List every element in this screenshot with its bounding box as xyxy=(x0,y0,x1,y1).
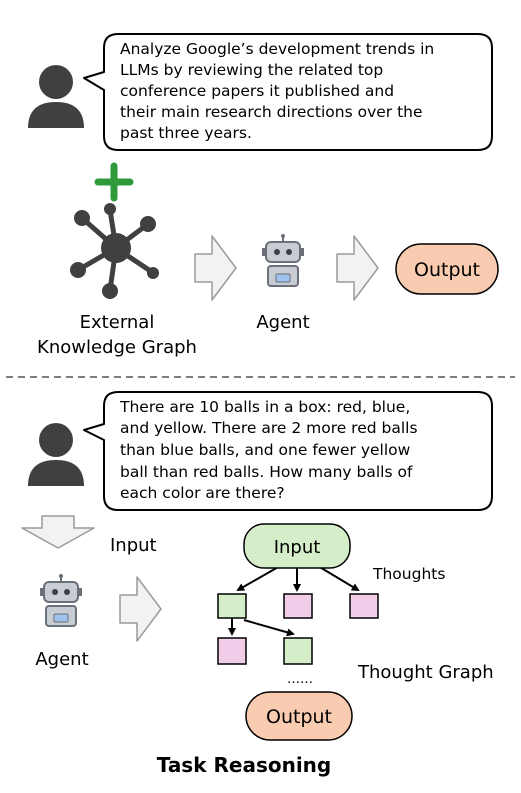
thought-graph-label: Thought Graph xyxy=(357,662,494,683)
flow-arrow-icon xyxy=(119,576,162,642)
query-line: conference papers it published and xyxy=(120,82,394,100)
output-label: Output xyxy=(414,259,480,281)
thoughts-label: Thoughts xyxy=(372,565,445,583)
thought-node xyxy=(283,637,313,665)
thought-node xyxy=(349,593,379,619)
query-line: There are 10 balls in a box: red, blue, xyxy=(119,398,410,416)
plus-icon xyxy=(94,162,134,202)
query-line: and yellow. There are 2 more red balls xyxy=(120,419,418,437)
user-icon xyxy=(28,65,84,128)
query-bubble xyxy=(83,391,493,511)
output-box xyxy=(395,243,499,295)
user-icon xyxy=(28,423,84,486)
ellipsis: …… xyxy=(287,672,313,687)
robot-icon xyxy=(40,574,82,627)
query-line: ball than red balls. How many balls of xyxy=(120,463,413,481)
output-label: Output xyxy=(266,706,332,728)
graph-input-label: Input xyxy=(274,537,321,558)
thought-node xyxy=(217,637,247,665)
query-line: Analyze Google’s development trends in xyxy=(120,40,434,58)
robot-icon xyxy=(262,234,304,287)
graph-input-node xyxy=(243,523,351,569)
query-line: than blue balls, and one fewer yellow xyxy=(120,441,411,459)
flow-arrow-icon xyxy=(194,235,237,301)
kg-label-line: Knowledge Graph xyxy=(37,337,197,358)
query-text: Analyze Google’s development trends in L… xyxy=(120,40,434,142)
agent-label: Agent xyxy=(256,312,309,333)
thought-node xyxy=(217,593,247,619)
query-line: LLMs by reviewing the related top xyxy=(120,61,383,79)
thought-node xyxy=(283,593,313,619)
kg-label-line: External xyxy=(80,312,155,333)
output-box xyxy=(245,691,353,741)
query-line: their main research directions over the xyxy=(120,103,423,121)
query-bubble xyxy=(83,33,493,151)
down-arrow-icon xyxy=(21,515,95,549)
knowledge-graph-icon xyxy=(70,203,159,299)
thought-graph-edges xyxy=(228,565,360,637)
input-arrow-label: Input xyxy=(110,535,157,556)
flow-arrow-icon xyxy=(336,235,379,301)
query-text: There are 10 balls in a box: red, blue, … xyxy=(119,398,418,502)
query-line: past three years. xyxy=(120,124,252,142)
agent-label: Agent xyxy=(35,649,88,670)
query-line: each color are there? xyxy=(120,484,285,502)
caption: Task Reasoning xyxy=(157,753,331,777)
